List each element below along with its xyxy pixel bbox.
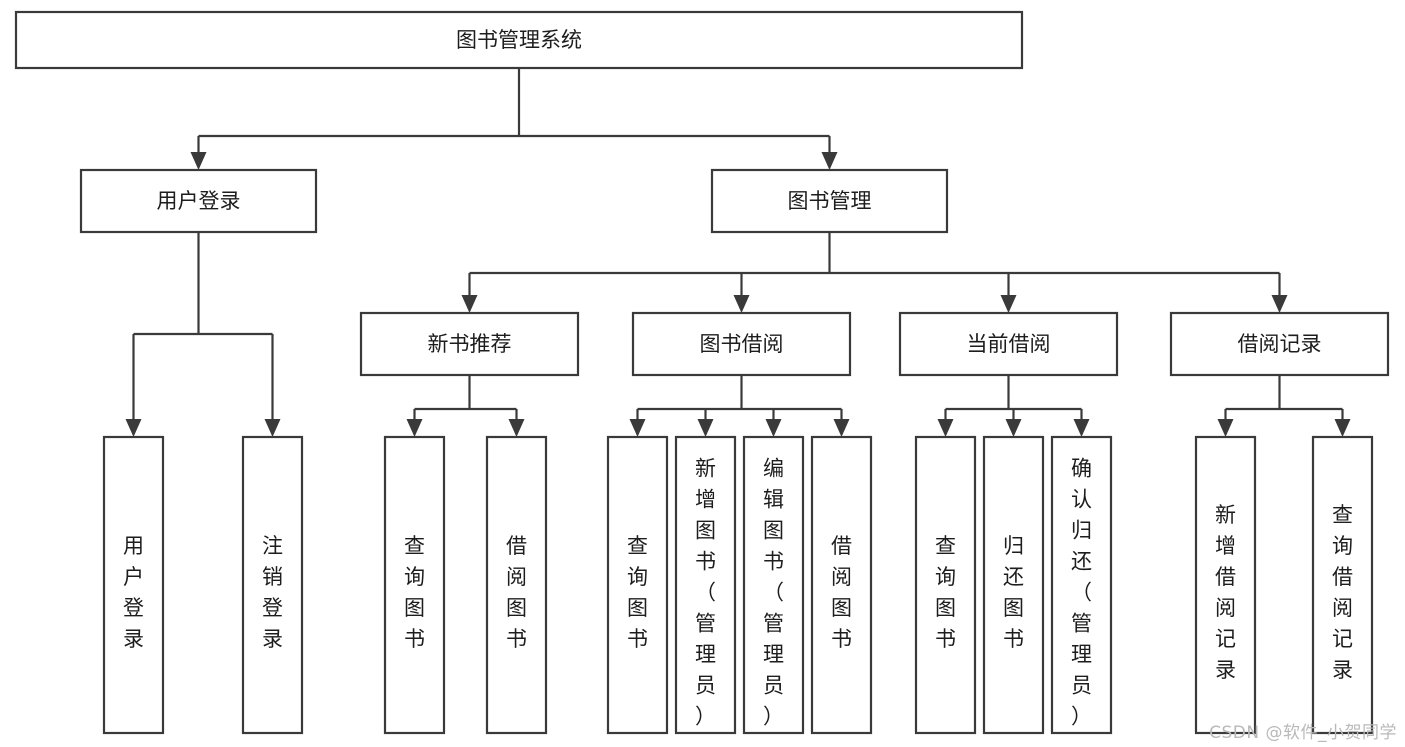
leaf-node-9[interactable]: 查询图书 [914, 435, 977, 735]
leaf-node-4-label: 借阅图书 [506, 534, 527, 651]
leaf-node-11[interactable]: 确认归还（管理员） [1050, 435, 1113, 735]
leaf-node-1-box[interactable] [102, 435, 165, 735]
leaf-node-2[interactable]: 注销登录 [241, 435, 304, 735]
leaf-node-10[interactable]: 归还图书 [982, 435, 1045, 735]
level3-node-2[interactable]: 图书借阅 [631, 311, 852, 377]
connector-branch-0-arrowhead [937, 419, 954, 437]
level3-node-3-label: 当前借阅 [967, 332, 1051, 356]
level3-node-3[interactable]: 当前借阅 [898, 311, 1119, 377]
leaf-node-11-box[interactable] [1050, 435, 1113, 735]
level2-node-1-box[interactable] [79, 168, 318, 234]
level3-node-1[interactable]: 新书推荐 [359, 311, 580, 377]
level3-node-1-box[interactable] [359, 311, 580, 377]
leaf-node-11-label: 确认归还（管理员） [1071, 457, 1092, 729]
connector-branch-3-arrowhead [833, 419, 850, 437]
connector-layer [125, 68, 1351, 437]
leaf-node-1[interactable]: 用户登录 [102, 435, 165, 735]
leaf-node-6-label: 新增图书（管理员） [695, 457, 716, 729]
leaf-node-8-label: 借阅图书 [831, 534, 852, 651]
level3-node-2-label: 图书借阅 [700, 332, 784, 356]
connector-branch-1-arrowhead [821, 152, 838, 170]
node-layer: 图书管理系统用户登录图书管理新书推荐图书借阅当前借阅借阅记录用户登录注销登录查询… [14, 10, 1390, 735]
connector-branch-0-arrowhead [190, 152, 207, 170]
level2-node-1[interactable]: 用户登录 [79, 168, 318, 234]
connector-branch-1-arrowhead [508, 419, 525, 437]
level3-node-4-box[interactable] [1169, 311, 1390, 377]
leaf-node-5-box[interactable] [606, 435, 669, 735]
connector-branch-0-arrowhead [1217, 419, 1234, 437]
leaf-node-4[interactable]: 借阅图书 [485, 435, 548, 735]
connector-branch-1-arrowhead [1005, 419, 1022, 437]
root-node-book-management-system-box[interactable] [14, 10, 1024, 70]
leaf-node-6-box[interactable] [674, 435, 737, 735]
level3-node-4[interactable]: 借阅记录 [1169, 311, 1390, 377]
connector-branch-0-arrowhead [629, 419, 646, 437]
connector-branch-0-arrowhead [406, 419, 423, 437]
level2-node-1-label: 用户登录 [157, 189, 241, 213]
leaf-node-2-label: 注销登录 [262, 534, 283, 651]
leaf-node-12-box[interactable] [1194, 435, 1257, 735]
connector-branch-1-arrowhead [1334, 419, 1351, 437]
leaf-node-7-box[interactable] [742, 435, 805, 735]
leaf-node-13-label: 查询借阅记录 [1332, 503, 1353, 682]
leaf-node-13[interactable]: 查询借阅记录 [1311, 435, 1374, 735]
leaf-node-12[interactable]: 新增借阅记录 [1194, 435, 1257, 735]
leaf-node-5[interactable]: 查询图书 [606, 435, 669, 735]
connector-branch-1-arrowhead [733, 295, 750, 313]
leaf-node-12-label: 新增借阅记录 [1215, 503, 1236, 682]
leaf-node-8-box[interactable] [810, 435, 873, 735]
leaf-node-9-label: 查询图书 [935, 534, 956, 651]
connector-branch-2-arrowhead [1000, 295, 1017, 313]
connector-branch-2-arrowhead [765, 419, 782, 437]
leaf-node-10-label: 归还图书 [1003, 534, 1024, 651]
root-node-book-management-system-label: 图书管理系统 [456, 28, 582, 52]
level3-node-4-label: 借阅记录 [1238, 332, 1322, 356]
connector-branch-3-arrowhead [1271, 295, 1288, 313]
leaf-node-10-box[interactable] [982, 435, 1045, 735]
level3-node-2-box[interactable] [631, 311, 852, 377]
leaf-node-6[interactable]: 新增图书（管理员） [674, 435, 737, 735]
connector-branch-0-arrowhead [461, 295, 478, 313]
leaf-node-5-label: 查询图书 [627, 534, 648, 651]
leaf-node-3[interactable]: 查询图书 [383, 435, 446, 735]
leaf-node-3-label: 查询图书 [404, 534, 425, 651]
connector-branch-0-arrowhead [125, 419, 142, 437]
leaf-node-2-box[interactable] [241, 435, 304, 735]
connector-branch-1-arrowhead [264, 419, 281, 437]
level2-node-2[interactable]: 图书管理 [710, 168, 949, 234]
leaf-node-13-box[interactable] [1311, 435, 1374, 735]
leaf-node-7[interactable]: 编辑图书（管理员） [742, 435, 805, 735]
leaf-node-1-label: 用户登录 [123, 534, 144, 651]
leaf-node-3-box[interactable] [383, 435, 446, 735]
connector-branch-2-arrowhead [1073, 419, 1090, 437]
level3-node-3-box[interactable] [898, 311, 1119, 377]
level2-node-2-box[interactable] [710, 168, 949, 234]
leaf-node-4-box[interactable] [485, 435, 548, 735]
leaf-node-7-label: 编辑图书（管理员） [763, 457, 784, 729]
level2-node-2-label: 图书管理 [788, 189, 872, 213]
level3-node-1-label: 新书推荐 [428, 332, 512, 356]
root-node-book-management-system[interactable]: 图书管理系统 [14, 10, 1024, 70]
connector-branch-1-arrowhead [697, 419, 714, 437]
leaf-node-8[interactable]: 借阅图书 [810, 435, 873, 735]
leaf-node-9-box[interactable] [914, 435, 977, 735]
